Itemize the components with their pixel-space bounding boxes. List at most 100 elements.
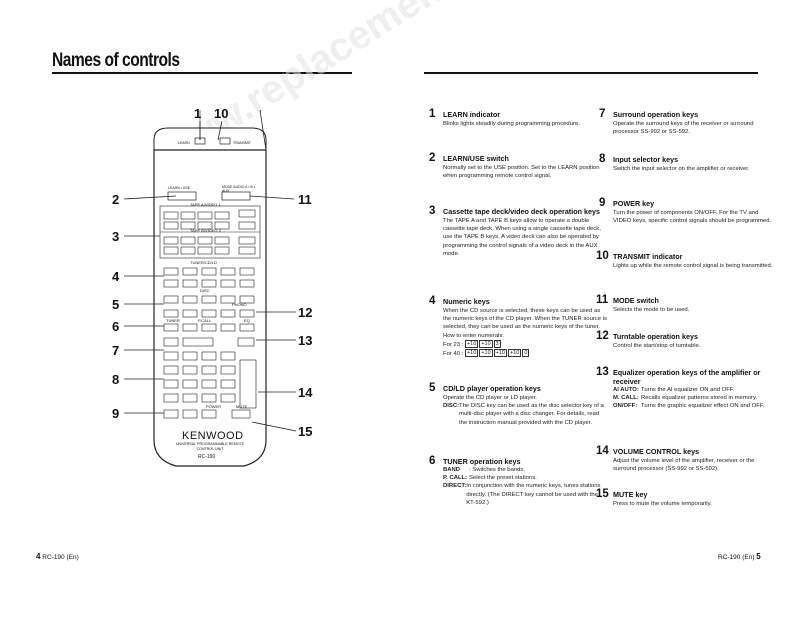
remote-learn-label: LEARN (178, 141, 190, 145)
item-body: Press to mute the volume temporarily. (613, 501, 712, 507)
callout-8: 8 (112, 372, 120, 387)
item-8: 8 Input selector keys Switch the input s… (599, 153, 778, 173)
remote-learn-use-label: LEARN • USE (168, 186, 191, 190)
item-number: 12 (596, 330, 609, 342)
remote-pcall-label: P.CALL (198, 318, 212, 323)
footer-right: RC-190 (En) 5 (718, 552, 761, 561)
item-2: 2 LEARN/USE switch Normally set to the U… (429, 152, 608, 180)
title-rule-right (424, 72, 758, 74)
title-rule-left (52, 72, 352, 74)
item-body: Selects the mode to be used. (613, 307, 690, 313)
footer-left-text: RC-190 (En) (42, 554, 79, 561)
callout-9: 9 (112, 406, 120, 421)
item-number: 6 (429, 455, 436, 467)
remote-transmit-label: TRANSMIT (233, 141, 251, 145)
remote-power-label: POWER (206, 404, 222, 409)
item-title: Equalizer operation keys of the amplifie… (613, 368, 761, 386)
item-number: 11 (596, 294, 609, 306)
item-body: The TAPE A and TAPE B keys allow to oper… (443, 218, 601, 257)
item-title: TRANSMIT indicator (613, 252, 683, 261)
item-number: 2 (429, 152, 436, 164)
callout-11: 11 (298, 192, 312, 207)
remote-disc-label: DISC (200, 288, 210, 293)
page-number-right: 5 (756, 552, 761, 561)
item-number: 8 (599, 153, 606, 165)
callout-15: 15 (298, 424, 313, 439)
item-number: 15 (596, 488, 609, 500)
callout-2: 2 (112, 192, 120, 207)
item-6: 6 TUNER operation keys BAND: Switches th… (429, 455, 608, 507)
item-10: 10 TRANSMIT indicator Lights up while th… (596, 250, 778, 270)
item-title: Turntable operation keys (613, 332, 698, 341)
remote-mode-label: MODE AUDIO A • B • AUX (222, 185, 255, 193)
callout-14: 14 (298, 385, 313, 400)
item-12: 12 Turntable operation keys Control the … (596, 330, 778, 350)
item-body: Operate the surround keys of the receive… (613, 121, 754, 136)
remote-tuner-cd-label: TUNER/CD/LD (190, 260, 217, 265)
item-number: 3 (429, 205, 436, 217)
item-9: 9 POWER key Turn the power of components… (599, 197, 778, 225)
page-number-left: 4 (36, 552, 41, 561)
callout-12: 12 (298, 305, 313, 320)
item-title: POWER key (613, 199, 655, 208)
callout-1: 1 (194, 106, 202, 121)
item-body: Control the start/stop of turntable. (613, 343, 701, 349)
item-body: Turn the power of components ON/OFF. For… (613, 210, 772, 225)
item-number: 4 (429, 295, 436, 307)
item-11: 11 MODE switch Selects the mode to be us… (596, 294, 778, 314)
item-title: Surround operation keys (613, 110, 699, 119)
callout-10: 10 (214, 106, 229, 121)
callout-5: 5 (112, 297, 120, 312)
item-body: Switch the input selector on the amplifi… (613, 166, 750, 172)
item-title: MODE switch (613, 296, 659, 305)
item-number: 1 (429, 108, 436, 120)
callout-3: 3 (112, 229, 120, 244)
item-13: 13 Equalizer operation keys of the ampli… (596, 366, 778, 411)
callout-7: 7 (112, 343, 120, 358)
callout-6: 6 (112, 319, 120, 334)
callout-13: 13 (298, 333, 313, 348)
item-title: TUNER operation keys (443, 457, 521, 466)
item-body: Lights up while the remote control signa… (613, 263, 773, 269)
remote-tape-a-label: TAPE A/VIDEO 1 (190, 202, 221, 207)
item-title: LEARN/USE switch (443, 154, 509, 163)
page-title: Names of controls (52, 50, 180, 71)
item-title: LEARN indicator (443, 110, 501, 119)
item-body: Normally set to the USE position. Set to… (443, 165, 600, 180)
remote-illustration (153, 110, 267, 467)
item-number: 10 (596, 250, 609, 262)
remote-tuner-label: TUNER (166, 318, 180, 323)
remote-mute-label: MUTE (236, 404, 248, 409)
remote-subtitle: UNIVERSAL PROGRAMMABLE REMOTE CONTROL UN… (175, 442, 245, 451)
remote-tape-b-label: TAPE B/VIDEO 2 (190, 228, 221, 233)
item-title: Input selector keys (613, 155, 679, 164)
item-1: 1 LEARN indicator Blinks lights steadily… (429, 108, 608, 128)
item-body: Adjust the volume level of the amplifier… (613, 458, 755, 473)
item-7: 7 Surround operation keys Operate the su… (599, 108, 778, 136)
item-number: 7 (599, 108, 606, 120)
callout-4: 4 (112, 269, 120, 284)
item-title: CD/LD player operation keys (443, 384, 541, 393)
item-14: 14 VOLUME CONTROL keys Adjust the volume… (596, 445, 778, 473)
item-number: 14 (596, 445, 609, 457)
item-body: Operate the CD player or LD player. (443, 395, 537, 401)
item-number: 13 (596, 366, 609, 378)
item-title: Cassette tape deck/video deck operation … (443, 207, 600, 216)
item-number: 9 (599, 197, 606, 209)
item-5: 5 CD/LD player operation keys Operate th… (429, 382, 608, 427)
item-number: 5 (429, 382, 436, 394)
item-title: Numeric keys (443, 297, 490, 306)
item-title: VOLUME CONTROL keys (613, 447, 700, 456)
item-15: 15 MUTE key Press to mute the volume tem… (596, 488, 778, 508)
footer-left: 4 RC-190 (En) (36, 552, 79, 561)
remote-eq-label: EQ (244, 318, 250, 323)
item-4: 4 Numeric keys When the CD source is sel… (429, 295, 608, 358)
item-3: 3 Cassette tape deck/video deck operatio… (429, 205, 608, 258)
remote-model: RC-190 (198, 454, 216, 460)
item-title: MUTE key (613, 490, 648, 499)
